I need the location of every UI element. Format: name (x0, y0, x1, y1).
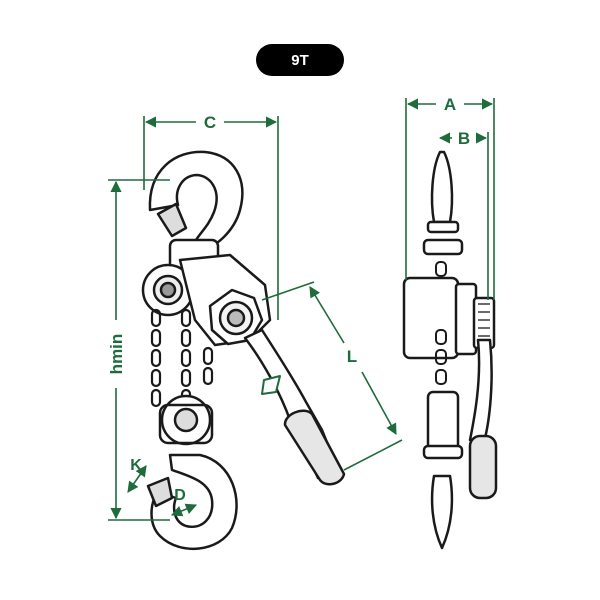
side-bottom-hook (430, 474, 454, 550)
load-chain-left (150, 308, 162, 408)
dim-label-hmin: hmin (107, 334, 126, 375)
hand-chain (202, 346, 214, 386)
side-view (402, 150, 498, 550)
side-handle (468, 338, 493, 444)
dim-label-l: L (347, 347, 357, 366)
dim-label-c: C (204, 113, 216, 132)
side-lower-block (426, 390, 460, 454)
model-badge: 9T (256, 44, 344, 76)
brand-logo (261, 375, 281, 395)
top-hook (148, 150, 244, 250)
side-top-hook (430, 150, 454, 224)
dim-label-k: K (130, 457, 142, 474)
dimension-lines (108, 98, 495, 521)
handle-grip (283, 409, 346, 486)
dim-label-d: D (174, 487, 186, 504)
load-chain-right (180, 308, 192, 408)
front-view (141, 150, 346, 550)
side-body (402, 276, 460, 360)
dim-label-b: B (458, 129, 470, 148)
dimension-labels: C hmin L K D A B (107, 95, 470, 504)
dim-label-a: A (444, 95, 456, 114)
